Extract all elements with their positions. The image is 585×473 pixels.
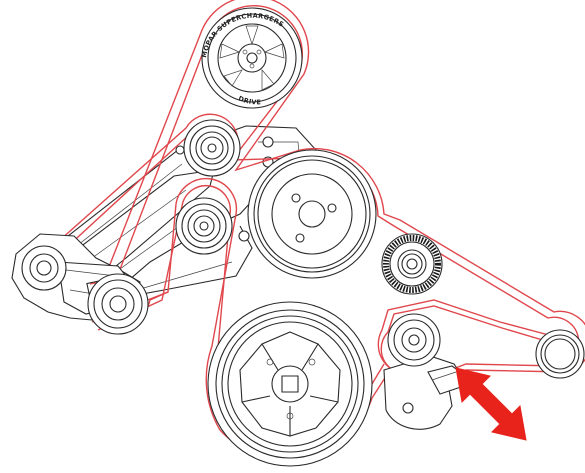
adjust-arrow-icon (455, 367, 527, 441)
supercharger-pulley: MOPAR SUPERCHARGERS DRIVE (200, 7, 303, 109)
water-pump-pulley (247, 149, 377, 279)
lower-idler-pulley (175, 197, 233, 255)
right-idler-pulley (535, 329, 585, 379)
bracket-bolt (175, 145, 185, 155)
pulley-rim-text-secondary: DRIVE (237, 94, 261, 106)
upper-idler-pulley (183, 119, 241, 177)
crankshaft-pulley (207, 301, 373, 467)
alternator-pulley (381, 233, 443, 295)
bracket-bolt (238, 230, 250, 242)
bracket-bolt (262, 136, 274, 148)
lower-tensioner-assembly (383, 313, 467, 430)
upper-tensioner-assembly (11, 233, 149, 335)
